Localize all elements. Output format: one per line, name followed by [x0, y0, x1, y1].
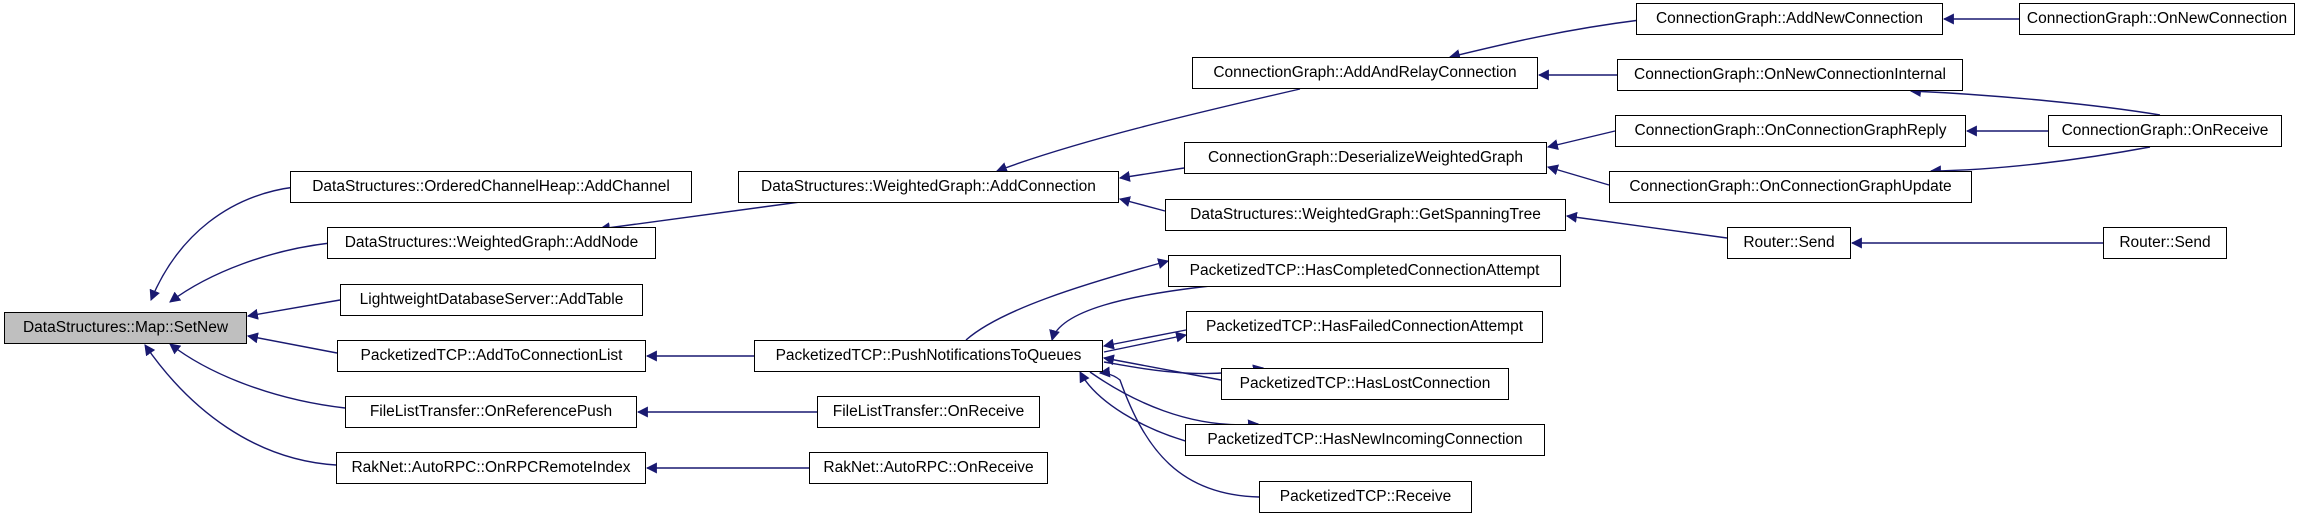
node-on-cg-reply[interactable]: ConnectionGraph::OnConnectionGraphReply	[1615, 115, 1966, 147]
node-add-table[interactable]: LightweightDatabaseServer::AddTable	[340, 284, 643, 316]
node-cg-add-new-connection[interactable]: ConnectionGraph::AddNewConnection	[1636, 3, 1943, 35]
edge-add-and-relay-wg-add-connection	[995, 88, 1301, 173]
node-has-lost[interactable]: PacketizedTCP::HasLostConnection	[1221, 368, 1509, 400]
node-has-new-incoming[interactable]: PacketizedTCP::HasNewIncomingConnection	[1185, 424, 1545, 456]
edge-deserialize-wg-wg-add-connection	[1118, 167, 1185, 182]
node-cg-on-new-connection[interactable]: ConnectionGraph::OnNewConnection	[2019, 3, 2295, 35]
edge-cg-on-receive-on-new-connection-internal	[1909, 85, 2161, 116]
node-add-node[interactable]: DataStructures::WeightedGraph::AddNode	[327, 227, 656, 259]
node-add-and-relay[interactable]: ConnectionGraph::AddAndRelayConnection	[1192, 57, 1538, 89]
edge-has-failed-push-notifications	[1102, 329, 1187, 350]
node-on-rpc-remote-index[interactable]: RakNet::AutoRPC::OnRPCRemoteIndex	[336, 452, 646, 484]
node-autorpc-on-receive[interactable]: RakNet::AutoRPC::OnReceive	[809, 452, 1048, 484]
node-has-failed[interactable]: PacketizedTCP::HasFailedConnectionAttemp…	[1186, 311, 1543, 343]
node-ptcp-receive[interactable]: PacketizedTCP::Receive	[1259, 481, 1472, 513]
edge-on-reference-push-setnew	[169, 343, 346, 409]
edge-cg-add-new-connection-add-and-relay	[1448, 19, 1641, 61]
node-cg-on-receive[interactable]: ConnectionGraph::OnReceive	[2048, 115, 2282, 147]
edge-add-to-connection-list-setnew	[246, 332, 338, 354]
edge-on-rpc-remote-index-setnew	[144, 344, 337, 466]
edge-ptcp-receive-push-notifications	[1098, 366, 1260, 498]
node-push-notifications[interactable]: PacketizedTCP::PushNotificationsToQueues	[754, 340, 1103, 372]
node-wg-add-connection[interactable]: DataStructures::WeightedGraph::AddConnec…	[738, 171, 1119, 203]
edge-cg-on-receive-on-cg-update	[1929, 146, 2151, 177]
edge-on-cg-update-deserialize-wg	[1546, 164, 1610, 186]
node-router-send-b[interactable]: Router::Send	[2103, 227, 2227, 259]
node-flt-on-receive[interactable]: FileListTransfer::OnReceive	[817, 396, 1040, 428]
edge-has-new-incoming-push-notifications	[1079, 371, 1201, 446]
edge-router-send-a-get-spanning-tree	[1565, 211, 1728, 239]
edge-has-lost-push-notifications	[1102, 354, 1222, 381]
edge-has-completed-push-notifications	[1049, 285, 1211, 342]
edge-wg-add-connection-add-node	[598, 201, 801, 234]
node-has-completed[interactable]: PacketizedTCP::HasCompletedConnectionAtt…	[1168, 255, 1561, 287]
edge-add-node-setnew	[169, 242, 331, 303]
node-add-channel[interactable]: DataStructures::OrderedChannelHeap::AddC…	[290, 171, 692, 203]
node-setnew: DataStructures::Map::SetNew	[4, 312, 247, 344]
node-get-spanning-tree[interactable]: DataStructures::WeightedGraph::GetSpanni…	[1165, 199, 1566, 231]
edge-add-channel-setnew	[149, 186, 296, 302]
edge-push-notifications-has-completed	[965, 258, 1170, 341]
node-on-new-connection-internal[interactable]: ConnectionGraph::OnNewConnectionInternal	[1617, 59, 1963, 91]
node-router-send-a[interactable]: Router::Send	[1727, 227, 1851, 259]
node-add-to-connection-list[interactable]: PacketizedTCP::AddToConnectionList	[337, 340, 646, 372]
edge-add-table-setnew	[246, 299, 341, 320]
node-on-reference-push[interactable]: FileListTransfer::OnReferencePush	[345, 396, 637, 428]
node-deserialize-wg[interactable]: ConnectionGraph::DeserializeWeightedGrap…	[1184, 142, 1547, 174]
edge-get-spanning-tree-wg-add-connection	[1118, 196, 1166, 212]
node-on-cg-update[interactable]: ConnectionGraph::OnConnectionGraphUpdate	[1609, 171, 1972, 203]
edge-push-notifications-has-failed	[1103, 331, 1188, 353]
edge-on-cg-reply-deserialize-wg	[1546, 130, 1616, 151]
